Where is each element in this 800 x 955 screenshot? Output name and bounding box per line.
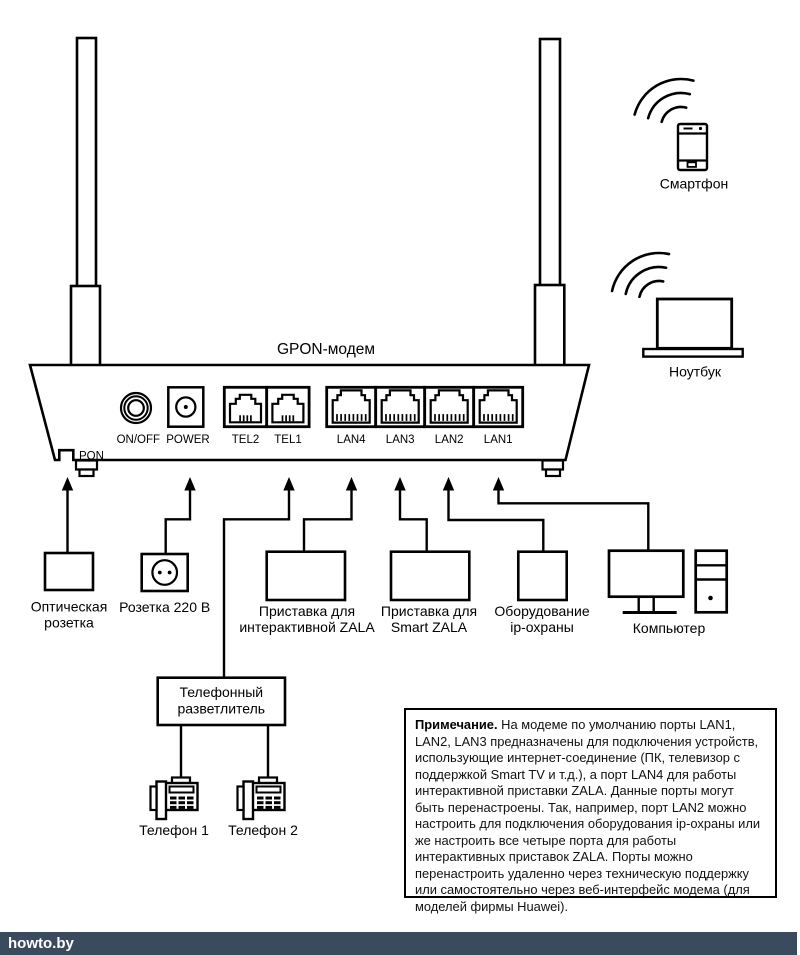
footer-brand: howto.by [8, 935, 74, 952]
cable-stb-smart-to-lan3 [398, 488, 428, 552]
ip-security-label-line2: ip-охраны [510, 619, 574, 635]
footer-bar: howto.by [0, 932, 797, 955]
phone-splitter-box [156, 676, 287, 727]
note-box: Примечание. На модеме по умолчанию порты… [404, 708, 777, 914]
note-title: Примечание. [415, 717, 498, 732]
lan4-label: LAN4 [337, 434, 366, 446]
stb-smart-label-line2: Smart ZALA [391, 619, 468, 635]
note-body: На модеме по умолчанию порты LAN1, LAN2,… [415, 717, 761, 914]
modem-left-foot [74, 459, 99, 478]
power-outlet-icon [140, 552, 189, 593]
laptop-icon [610, 242, 744, 358]
pon-port-label: PON [79, 451, 104, 463]
computer-label: Компьютер [633, 620, 706, 636]
tel2-label: TEL2 [232, 434, 260, 446]
modem-body: PON [28, 363, 591, 478]
wifi-arcs-icon [610, 242, 671, 303]
lan1-port-icon [472, 385, 525, 429]
lan2-port-icon [423, 385, 476, 429]
modem-right-foot [541, 459, 565, 478]
phone-splitter-label-line2: разветлитель [178, 701, 266, 717]
lan2-label: LAN2 [435, 434, 464, 446]
optical-outlet-label-line2: розетка [44, 615, 94, 631]
ip-security-icon [516, 550, 568, 602]
phone1-icon [149, 776, 199, 821]
gpon-connection-diagram: GPON-модем PON [28, 36, 744, 838]
phone1-label: Телефон 1 [139, 822, 209, 838]
phone2-label: Телефон 2 [228, 822, 298, 838]
left-antenna-icon [69, 36, 102, 368]
cable-computer-to-lan1 [497, 488, 650, 551]
power-jack-icon [167, 386, 205, 428]
tel1-label: TEL1 [274, 434, 302, 446]
ip-security-label-line1: Оборудование [494, 603, 589, 619]
stb-interactive-label-line2: интерактивной ZALA [239, 619, 375, 635]
stb-smart-icon [389, 550, 471, 602]
laptop-label: Ноутбук [669, 364, 722, 380]
cable-stb-interactive-to-lan4 [302, 488, 353, 552]
computer-icon [607, 549, 729, 614]
smartphone-icon [633, 66, 709, 172]
wifi-arcs-icon [633, 66, 695, 129]
power-label: POWER [166, 434, 209, 446]
right-antenna-icon [533, 37, 566, 368]
tel1-port-icon [265, 385, 311, 429]
stb-interactive-label-line1: Приставка для [259, 603, 355, 619]
cable-splitter-to-tel1 [222, 488, 291, 678]
cable-ip-security-to-lan2 [447, 488, 545, 552]
phone-splitter-label-line1: Телефонный [179, 684, 263, 700]
cable-outlet-to-power [164, 488, 192, 554]
lan1-label: LAN1 [484, 434, 513, 446]
lan3-label: LAN3 [386, 434, 415, 446]
stb-smart-label-line1: Приставка для [381, 603, 477, 619]
modem-title: GPON-модем [277, 341, 375, 358]
onoff-button-icon [119, 391, 153, 425]
smartphone-label: Смартфон [660, 176, 728, 192]
optical-outlet-label-line1: Оптическая [31, 599, 108, 615]
lan3-port-icon [374, 385, 427, 429]
tel2-port-icon [222, 385, 269, 429]
power-outlet-label: Розетка 220 В [119, 599, 210, 615]
stb-interactive-icon [265, 550, 347, 602]
phone2-icon [236, 776, 286, 821]
cables [66, 488, 650, 777]
lan4-port-icon [325, 385, 378, 429]
cable-arrowheads [61, 477, 505, 491]
onoff-label: ON/OFF [117, 434, 160, 446]
optical-outlet-icon [43, 551, 95, 592]
